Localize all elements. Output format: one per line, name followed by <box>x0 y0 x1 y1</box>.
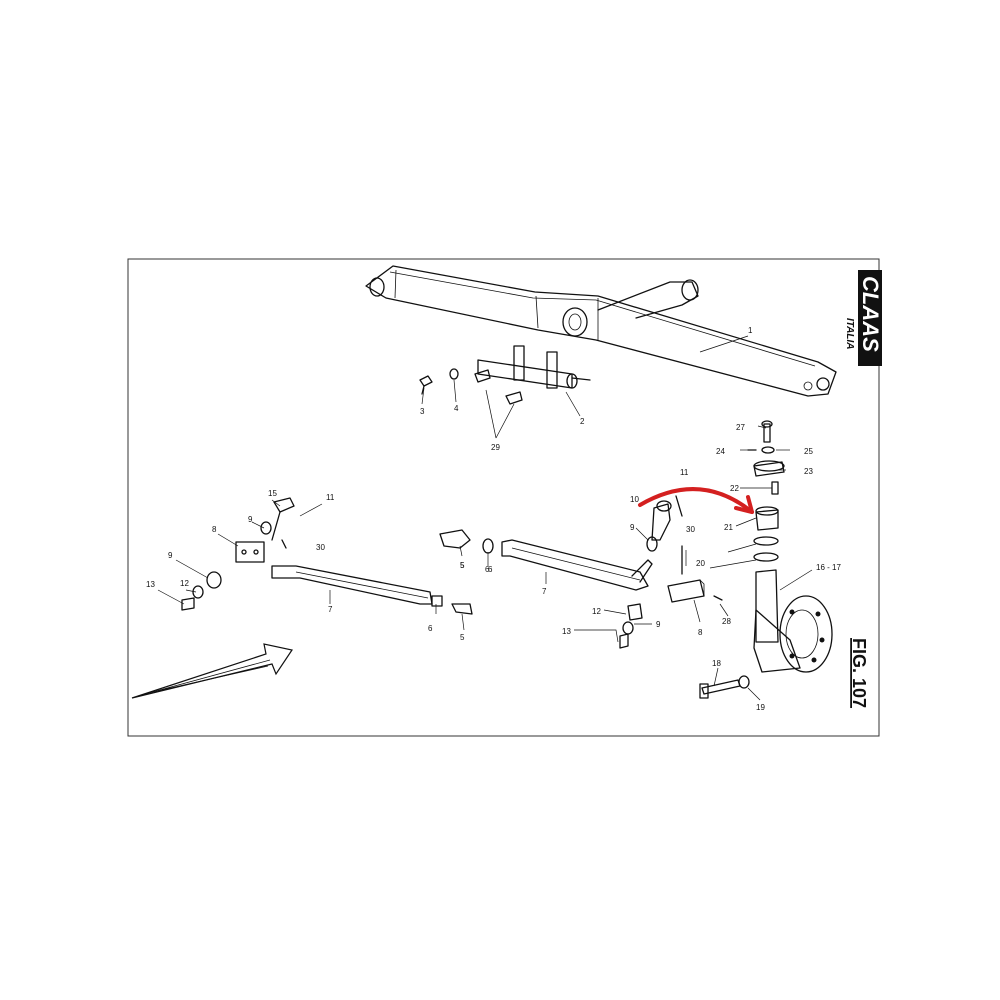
callout-23: 23 <box>804 467 813 476</box>
highlight-arrow <box>638 487 754 514</box>
pivot-bracket <box>477 345 591 389</box>
callout-30-left: 30 <box>316 543 325 552</box>
callout-20: 20 <box>696 559 705 568</box>
callout-13-left: 13 <box>146 580 155 589</box>
callout-11-left: 11 <box>326 493 335 502</box>
figure-label: FIG. 107 <box>849 638 869 708</box>
callout-7-center: 7 <box>542 587 547 596</box>
callout-8-right: 8 <box>698 628 703 637</box>
callout-5-center: 5 <box>460 561 465 570</box>
callout-16-17: 16 - 17 <box>816 563 841 572</box>
callout-15: 15 <box>268 489 277 498</box>
callout-25: 25 <box>804 447 813 456</box>
callout-8-left: 8 <box>212 525 217 534</box>
right-linkage <box>619 495 723 649</box>
callout-2: 2 <box>580 417 585 426</box>
callout-27: 27 <box>736 423 745 432</box>
left-tie-rod <box>181 497 473 615</box>
callout-30-right: 30 <box>686 525 695 534</box>
callout-22: 22 <box>730 484 739 493</box>
callout-18: 18 <box>712 659 721 668</box>
callout-9-lower-left: 9 <box>168 551 173 560</box>
callout-13-right: 13 <box>562 627 571 636</box>
callout-6-right: 6 <box>488 565 493 574</box>
callout-19: 19 <box>756 703 765 712</box>
fasteners-top <box>419 368 523 405</box>
callout-24: 24 <box>716 447 725 456</box>
diagram-frame <box>127 258 880 737</box>
logo-subtext: ITALIA <box>844 318 855 349</box>
callout-12-right: 12 <box>592 607 601 616</box>
callout-1: 1 <box>748 326 753 335</box>
callout-9-upper-left: 9 <box>248 515 253 524</box>
logo-text: CLAAS <box>858 276 883 352</box>
callout-7-left: 7 <box>328 605 333 614</box>
callout-12-left: 12 <box>180 579 189 588</box>
svg-text:FIG. 107: FIG. 107 <box>849 638 869 708</box>
direction-arrow <box>131 643 293 699</box>
callout-5-right: 5 <box>460 561 465 570</box>
callout-6-left: 6 <box>428 624 433 633</box>
claas-logo: CLAAS ITALIA <box>844 270 883 366</box>
callout-3: 3 <box>420 407 425 416</box>
callout-9-right-lower: 9 <box>656 620 661 629</box>
callout-10: 10 <box>630 495 639 504</box>
leader-lines <box>157 335 813 701</box>
callout-29: 29 <box>491 443 500 452</box>
callout-6-center: 6 <box>485 565 490 574</box>
callout-21: 21 <box>724 523 733 532</box>
king-pin-stack <box>699 420 833 699</box>
callout-4: 4 <box>454 404 459 413</box>
callout-11-right: 11 <box>680 468 689 477</box>
axle-beam <box>365 265 837 397</box>
callout-5-left: 5 <box>460 633 465 642</box>
callout-9-right-upper: 9 <box>630 523 635 532</box>
direction-arrow-hatch <box>137 659 271 697</box>
callouts: 1 2 3 4 29 15 11 9 8 30 9 12 13 7 6 5 5 … <box>146 326 841 712</box>
callout-28: 28 <box>722 617 731 626</box>
